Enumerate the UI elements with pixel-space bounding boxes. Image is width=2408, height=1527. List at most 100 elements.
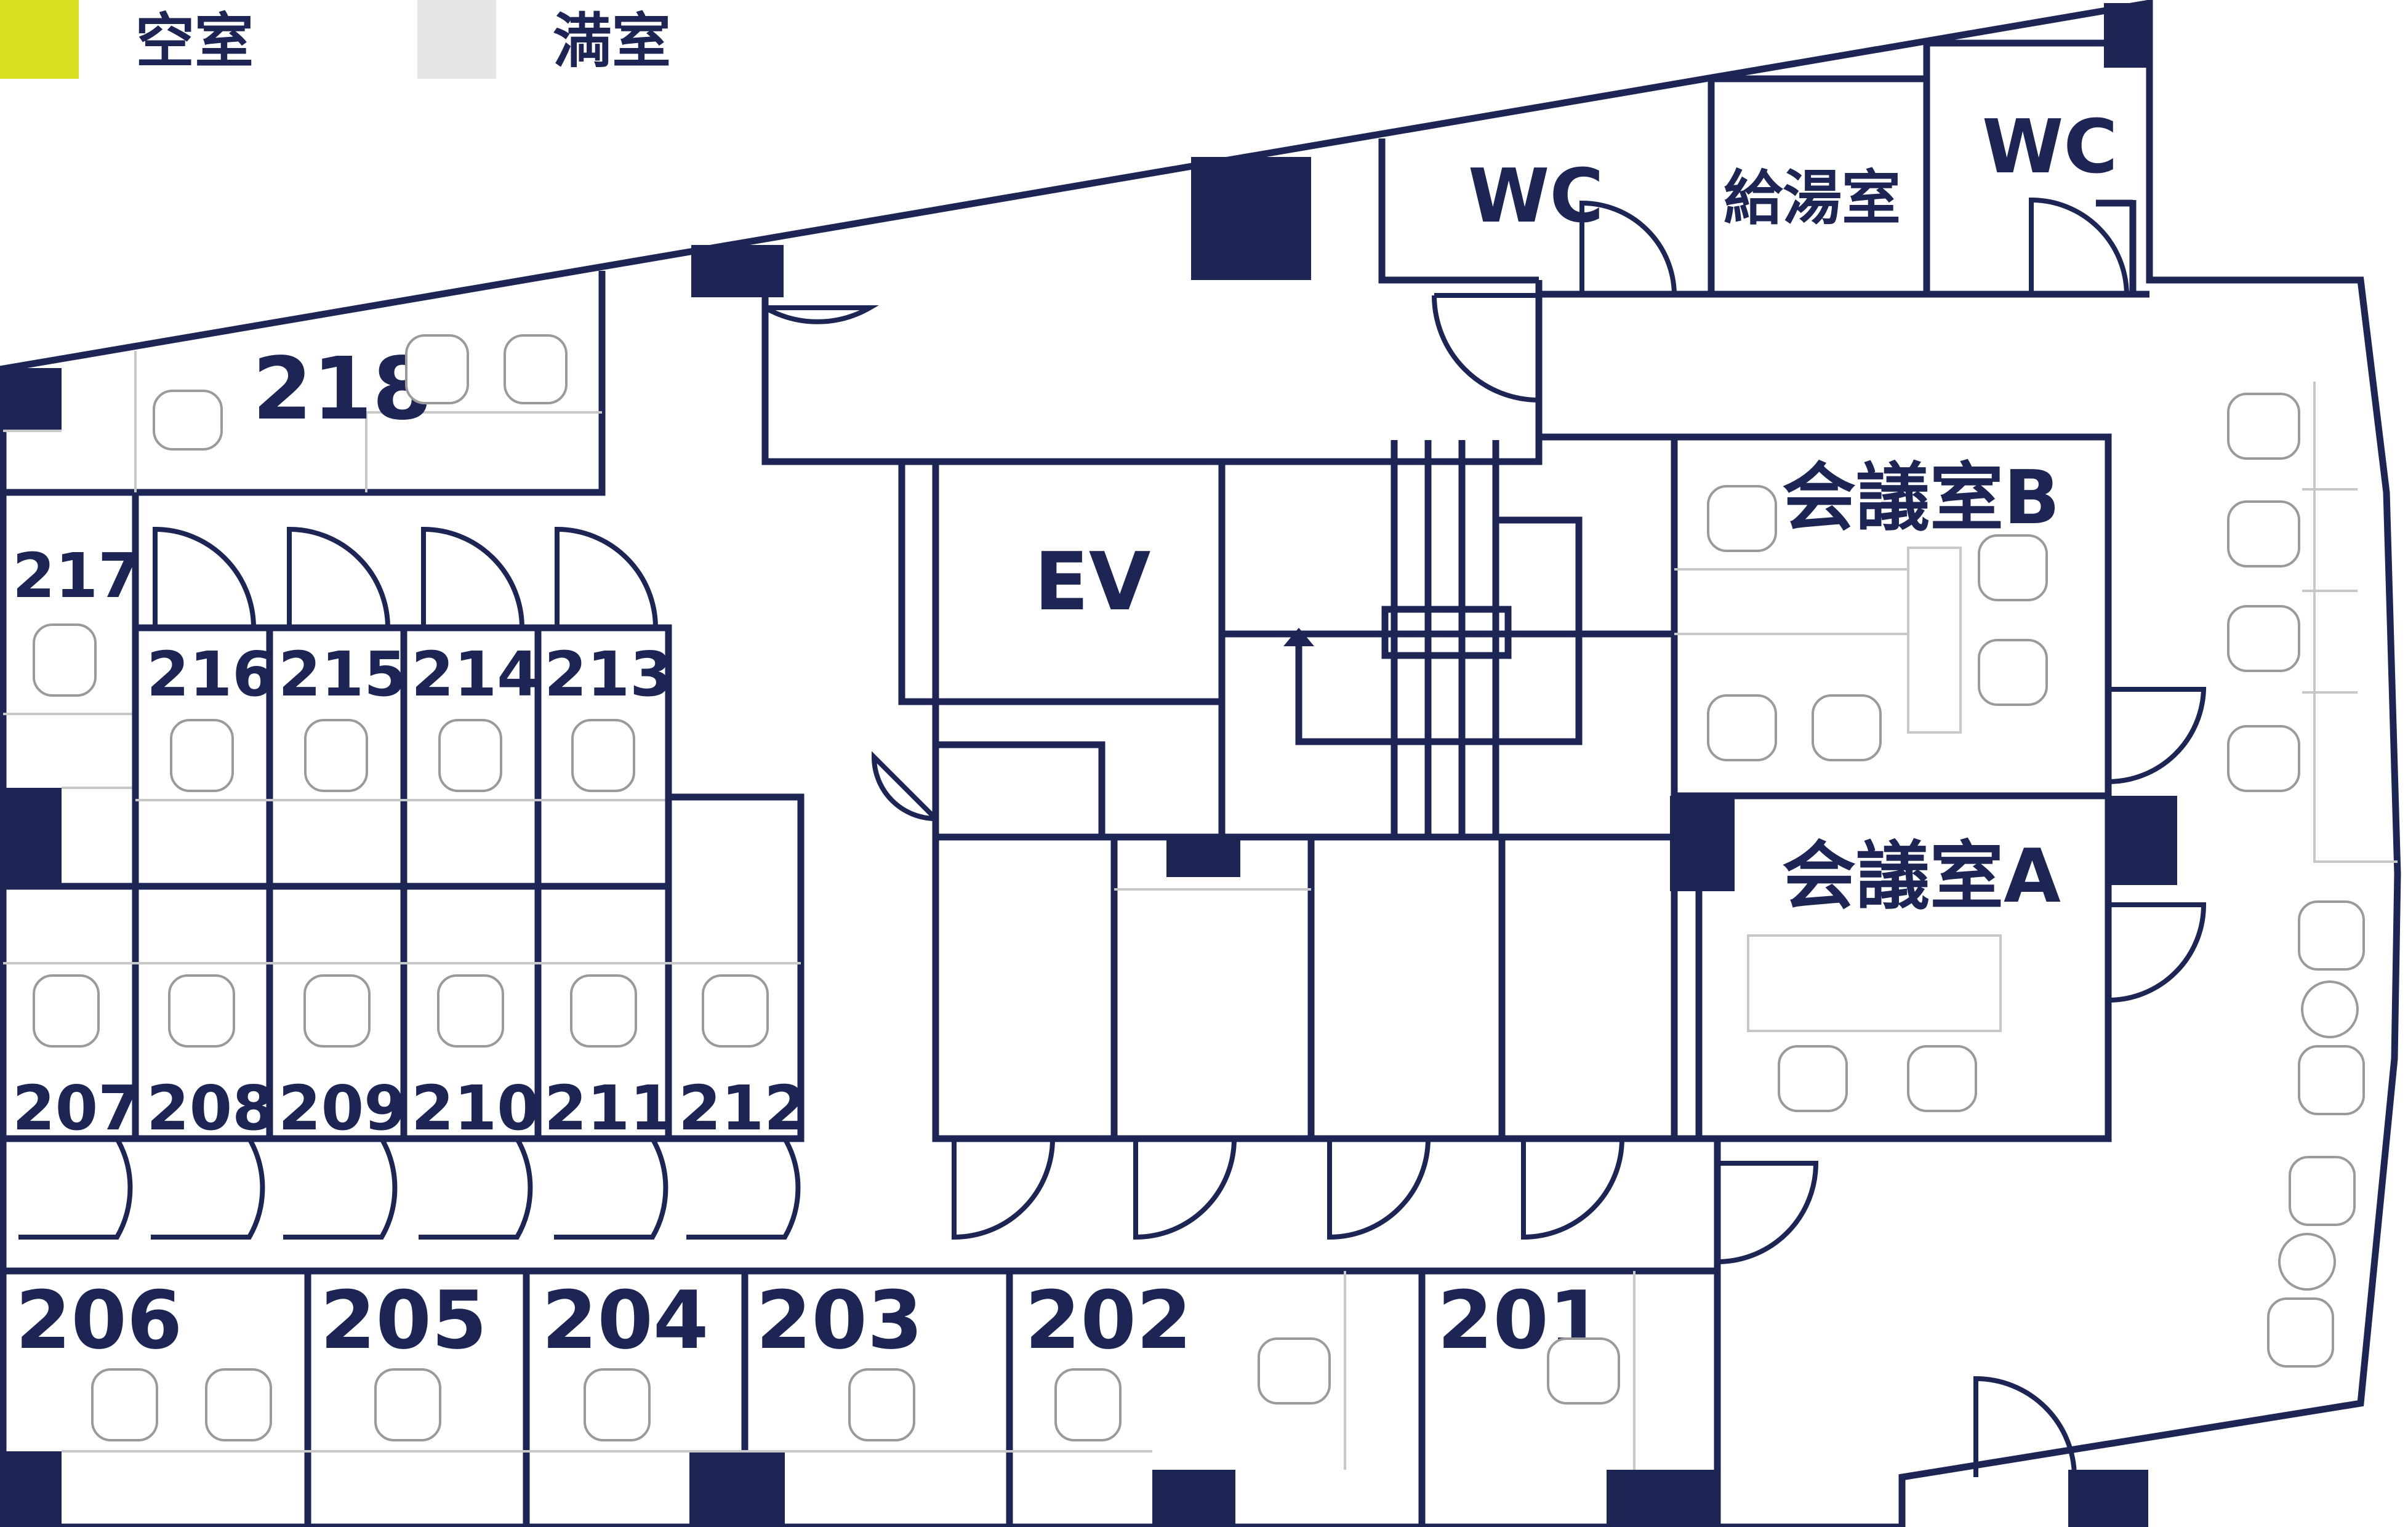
room-217-label: 217 (12, 540, 141, 612)
room-218-label: 218 (252, 339, 432, 439)
meeting-table (1747, 934, 2002, 1032)
room-218-wall (3, 271, 606, 496)
room-208-label: 208 (146, 1072, 275, 1144)
chair (504, 334, 568, 404)
column (1152, 1470, 1235, 1527)
chair (168, 974, 235, 1048)
chair (153, 390, 223, 451)
chair (1978, 534, 2048, 601)
chair (848, 1368, 915, 1441)
room-212-box (665, 793, 805, 1142)
chair (1778, 1045, 1848, 1112)
chair (1978, 639, 2048, 706)
door-swing (2029, 197, 2129, 295)
chair (2298, 900, 2365, 971)
room-205-label: 205 (320, 1273, 487, 1367)
door-swing (1327, 1138, 1431, 1240)
lounge-counter (2313, 382, 2398, 863)
door-swing (763, 303, 879, 412)
door-swing (1133, 1138, 1237, 1240)
column (1191, 157, 1311, 280)
room-214-label: 214 (411, 638, 540, 710)
room-216-label: 216 (146, 638, 275, 710)
core-room (1110, 833, 1315, 1142)
room-207-label: 207 (12, 1072, 141, 1144)
door-swing (1579, 200, 1677, 295)
chair (1907, 1045, 1977, 1112)
shaft-wall (936, 741, 1106, 837)
lounge-table (2301, 980, 2359, 1038)
chair (1547, 1337, 1620, 1405)
room-218: 218 (3, 271, 606, 496)
meeting-rooms: 会議室B 会議室A (1671, 433, 2207, 1264)
column (0, 788, 62, 886)
door-swing (151, 1137, 265, 1240)
door-swing (153, 526, 256, 628)
ev-label: EV (1034, 535, 1150, 628)
chair (2227, 605, 2300, 672)
column (691, 245, 784, 297)
column (3, 1451, 62, 1527)
legend: 空室 満室 (0, 0, 671, 79)
chair (2289, 1156, 2356, 1226)
door-swing (1432, 293, 1541, 403)
chair (702, 974, 769, 1048)
core-room (1498, 833, 1678, 1142)
chair (33, 623, 97, 697)
ev-shaft (898, 458, 1226, 705)
chair (1258, 1337, 1331, 1405)
chair (405, 334, 469, 404)
chair (2267, 1297, 2334, 1368)
room-210-label: 210 (411, 1072, 540, 1144)
column (1166, 837, 1240, 877)
column (2108, 796, 2177, 885)
room-211-label: 211 (544, 1072, 673, 1144)
wc-right-label: WC (1982, 105, 2117, 190)
door-swing (2106, 902, 2207, 1003)
door-swing (1521, 1138, 1624, 1240)
kitchenette-label: 給湯室 (1724, 164, 1901, 233)
door-swing (18, 1137, 133, 1240)
chair (1054, 1368, 1122, 1441)
chair (304, 719, 368, 792)
room-212-label: 212 (678, 1072, 807, 1144)
chair (1812, 694, 1882, 761)
legend-occupied-label: 満室 (553, 7, 671, 76)
chair (374, 1368, 441, 1441)
core-room (932, 833, 1118, 1142)
column (0, 368, 62, 430)
core-room (1307, 833, 1506, 1142)
door-swing (283, 1137, 398, 1240)
chair (570, 974, 637, 1048)
chair (2227, 393, 2300, 460)
door-swing (554, 1137, 668, 1240)
door-swing (419, 1137, 533, 1240)
chair (91, 1368, 158, 1441)
meeting-room-a-label: 会議室A (1782, 834, 2061, 920)
chair (438, 719, 502, 792)
door-swing (686, 1137, 801, 1240)
meeting-room-b-label: 会議室B (1782, 455, 2060, 541)
lounge-table (2278, 1233, 2336, 1291)
door-swing (1973, 1376, 2077, 1478)
chair (1707, 485, 1777, 552)
room-209-label: 209 (278, 1072, 407, 1144)
chair (2227, 500, 2300, 567)
legend-occupied-swatch (417, 0, 496, 79)
rooms-201-206: 206 205 204 203 202 201 (3, 1139, 1721, 1527)
room-202-label: 202 (1025, 1273, 1192, 1367)
door-swing (952, 1138, 1055, 1240)
core: EV (761, 280, 1674, 841)
rooms-207-212: 207 208 209 210 211 212 (0, 793, 807, 1240)
room-203-label: 203 (756, 1273, 923, 1367)
column (689, 1451, 785, 1527)
chair (437, 974, 504, 1048)
door-swing (871, 751, 937, 821)
door-swing (421, 526, 524, 628)
room-204-label: 204 (542, 1273, 708, 1367)
chair (303, 974, 371, 1048)
door-swing (555, 526, 658, 628)
facility-labels: WC 給湯室 WC (1468, 105, 2117, 239)
